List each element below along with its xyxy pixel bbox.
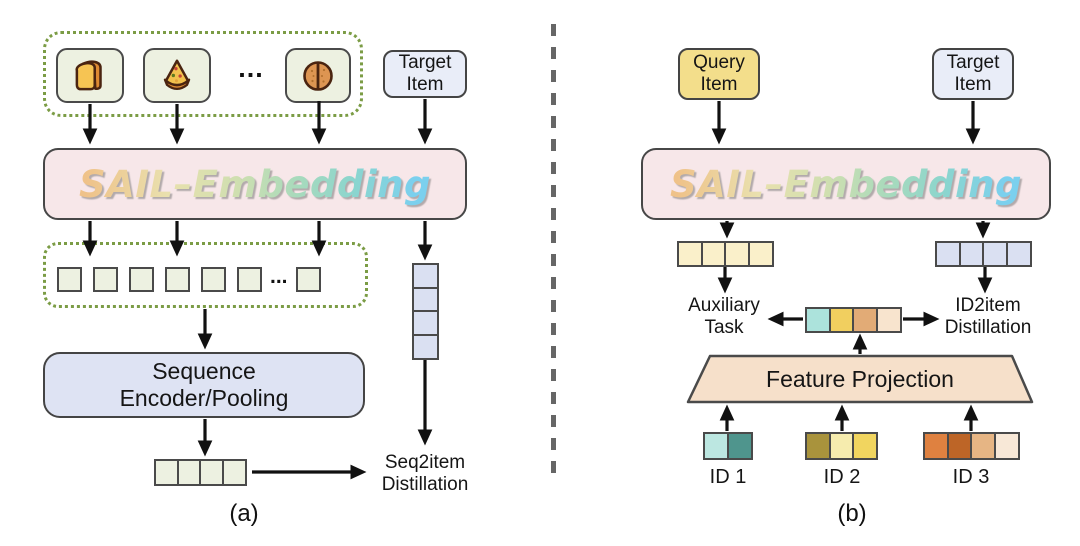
query-item-node: Query Item xyxy=(678,48,760,100)
pooled-embedding-row xyxy=(154,459,247,486)
bread-icon xyxy=(75,59,102,90)
embedding-cell xyxy=(747,241,774,267)
id2-label: ID 2 xyxy=(823,466,861,488)
embedding-cell xyxy=(852,432,878,460)
pizza-item-box xyxy=(143,48,211,103)
panel-separator-dashed-line xyxy=(551,24,556,482)
item-sequence-group-box xyxy=(43,31,363,117)
embedding-cell xyxy=(828,307,855,333)
embedding-cell xyxy=(958,241,985,267)
id1-label: ID 1 xyxy=(709,466,747,488)
sequence-encoder-node: Sequence Encoder/Pooling xyxy=(43,352,365,418)
embedding-cell xyxy=(703,432,729,460)
caption-b: (b) xyxy=(837,500,867,527)
sequence-encoder-label: Sequence Encoder/Pooling xyxy=(119,357,289,411)
coconut-item-box xyxy=(285,48,351,103)
embedding-cell xyxy=(805,432,831,460)
item-embedding-group-box xyxy=(43,242,368,308)
item-embedding-ellipsis: ... xyxy=(270,264,288,288)
embedding-cell xyxy=(828,432,855,460)
embedding-cell xyxy=(412,286,439,313)
target-item-node-b: Target Item xyxy=(932,48,1014,100)
embedding-cell xyxy=(993,432,1020,460)
embedding-cell xyxy=(93,267,118,292)
embedding-cell xyxy=(221,459,247,486)
auxiliary-task-label: Auxiliary Task xyxy=(688,295,760,339)
feature-projection-node: Feature Projection xyxy=(686,354,1034,404)
caption-a: (a) xyxy=(229,500,259,527)
item-embedding-row: ... xyxy=(57,264,321,292)
embedding-cell xyxy=(1005,241,1032,267)
embedding-cell xyxy=(935,241,961,267)
embedding-cell xyxy=(176,459,202,486)
embedding-cell xyxy=(412,333,439,360)
feature-projection-label: Feature Projection xyxy=(766,365,954,392)
embedding-cell xyxy=(805,307,831,333)
embedding-cell xyxy=(970,432,996,460)
id2-embedding-row xyxy=(805,432,878,460)
id3-embedding-row xyxy=(923,432,1020,460)
fused-feature-row xyxy=(805,307,902,333)
item-embedding-cells xyxy=(57,267,262,292)
query-embedding-row xyxy=(677,241,774,267)
item-embedding-tail-cell xyxy=(295,267,321,292)
embedding-cell xyxy=(412,263,439,289)
embedding-cell xyxy=(237,267,262,292)
embedding-cell xyxy=(724,241,750,267)
embedding-cell xyxy=(946,432,973,460)
target-item-label-a: Target Item xyxy=(398,51,452,95)
embedding-cell xyxy=(677,241,703,267)
bread-item-box xyxy=(56,48,124,103)
embedding-cell xyxy=(726,432,753,460)
embedding-cell xyxy=(201,267,226,292)
query-item-label: Query Item xyxy=(693,51,745,95)
embedding-cell xyxy=(295,267,321,292)
sail-embedding-label-a: SAIL–Embedding xyxy=(78,162,431,206)
sail-embedding-node-b: SAIL–Embedding xyxy=(641,148,1051,220)
target-item-label-b: Target Item xyxy=(946,51,1000,95)
embedding-cell xyxy=(923,432,949,460)
sail-embedding-label-b: SAIL–Embedding xyxy=(669,162,1022,206)
embedding-cell xyxy=(852,307,878,333)
embedding-cell xyxy=(199,459,224,486)
embedding-cell xyxy=(165,267,190,292)
seq2item-distillation-label: Seq2item Distillation xyxy=(381,452,469,496)
id3-label: ID 3 xyxy=(952,466,990,488)
target-item-node-a: Target Item xyxy=(383,50,467,98)
embedding-cell xyxy=(57,267,82,292)
embedding-cell xyxy=(154,459,179,486)
embedding-cell xyxy=(875,307,902,333)
id2item-distillation-label: ID2item Distillation xyxy=(944,295,1032,339)
pizza-icon xyxy=(163,59,191,90)
embedding-cell xyxy=(129,267,154,292)
embedding-cell xyxy=(700,241,727,267)
embedding-cell xyxy=(412,310,439,336)
coconut-icon xyxy=(303,60,333,91)
target-embedding-row xyxy=(935,241,1032,267)
sail-embedding-node-a: SAIL–Embedding xyxy=(43,148,467,220)
item-sequence-ellipsis: ... xyxy=(238,53,264,83)
id1-embedding-row xyxy=(703,432,753,460)
target-embedding-stack xyxy=(412,263,439,360)
feature-projection-trapezoid xyxy=(686,354,1034,404)
embedding-cell xyxy=(982,241,1008,267)
